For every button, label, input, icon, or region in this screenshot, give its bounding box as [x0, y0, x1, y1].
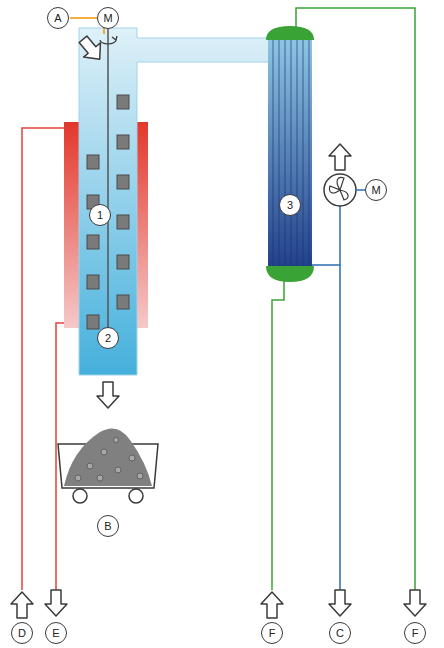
callout-letter: A [47, 7, 69, 29]
callout-letter: F [261, 622, 283, 644]
callout-letter: 2 [97, 327, 119, 349]
inflow-arrow [261, 592, 283, 618]
char-cart [58, 428, 158, 503]
callout-letter: M [365, 179, 387, 201]
outflow-arrow [45, 590, 67, 616]
callout-letter: F [404, 622, 426, 644]
solids-arrow [97, 382, 119, 408]
callout-letter: E [45, 622, 67, 644]
paddles [87, 95, 129, 329]
callout-letter: 1 [89, 204, 111, 226]
exhaust-arrow [329, 144, 351, 170]
condenser-cap [266, 26, 314, 40]
condenser-cap [266, 266, 314, 282]
feed-arrow [75, 32, 109, 66]
heating-lines [22, 128, 64, 590]
reactor-tube [79, 28, 270, 375]
outflow-arrow [329, 590, 351, 616]
gas-line [312, 206, 340, 590]
callout-letter: M [97, 7, 119, 29]
fan-symbol [324, 174, 365, 206]
shaft [107, 29, 109, 335]
callout-letter: D [11, 622, 33, 644]
rotation-symbol [100, 40, 116, 44]
condenser [268, 36, 312, 270]
inflow-arrow [11, 592, 33, 618]
callout-letter: 3 [279, 194, 301, 216]
callout-letter: B [97, 515, 119, 537]
outflow-arrow [404, 590, 426, 616]
callout-letter: C [329, 622, 351, 644]
